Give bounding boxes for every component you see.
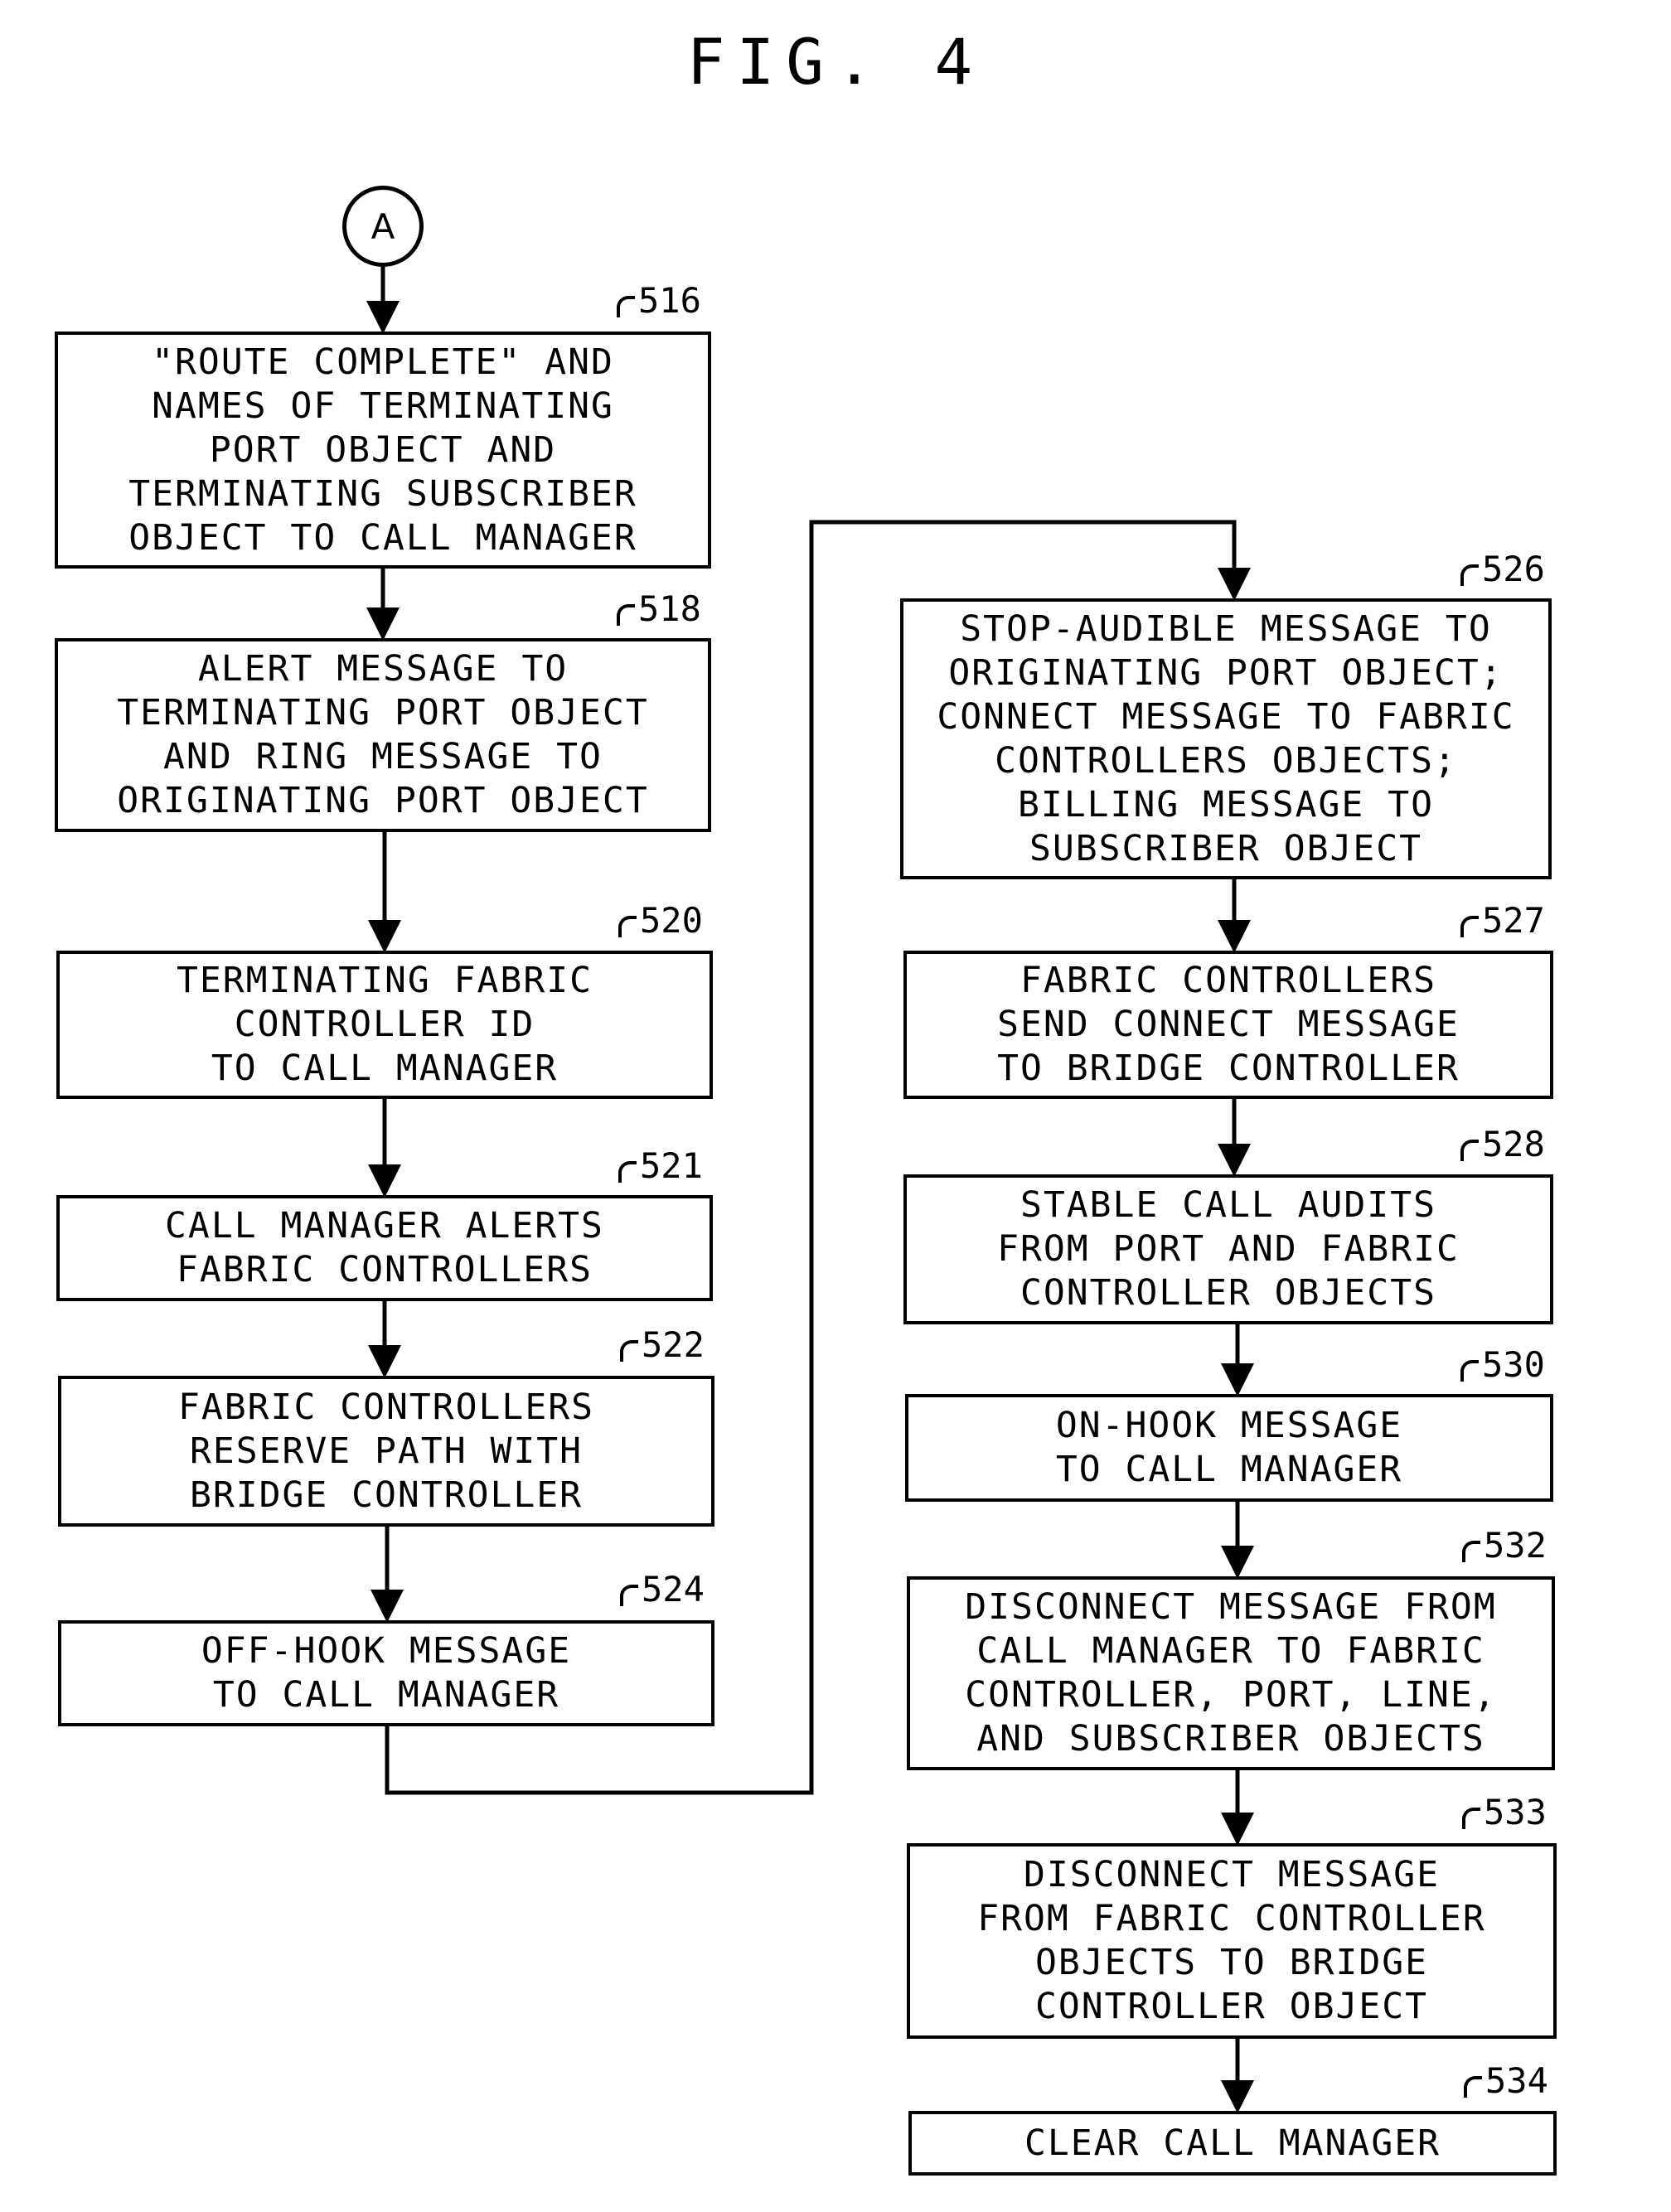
step-534-ref: 534 (1464, 2060, 1548, 2101)
step-520-ref: 520 (618, 900, 703, 941)
step-521-ref: 521 (618, 1145, 703, 1186)
step-530-ref: 530 (1460, 1344, 1545, 1385)
step-522-text: FABRIC CONTROLLERS RESERVE PATH WITH BRI… (178, 1386, 594, 1516)
step-524-text: OFF-HOOK MESSAGE TO CALL MANAGER (201, 1630, 572, 1716)
step-532-box: DISCONNECT MESSAGE FROM CALL MANAGER TO … (907, 1576, 1555, 1770)
step-532-text: DISCONNECT MESSAGE FROM CALL MANAGER TO … (965, 1586, 1497, 1759)
step-521-text: CALL MANAGER ALERTS FABRIC CONTROLLERS (165, 1205, 604, 1290)
arrow-524-to-526 (385, 520, 1251, 1795)
step-516-text: "ROUTE COMPLETE" AND NAMES OF TERMINATIN… (128, 341, 637, 559)
step-530-text: ON-HOOK MESSAGE TO CALL MANAGER (1055, 1405, 1403, 1490)
connector-a: A (342, 186, 424, 267)
step-522-ref: 522 (620, 1324, 705, 1365)
step-534-box: CLEAR CALL MANAGER (908, 2111, 1557, 2176)
step-516-ref: 516 (617, 280, 701, 321)
step-518-box: ALERT MESSAGE TO TERMINATING PORT OBJECT… (55, 638, 711, 832)
step-520-box: TERMINATING FABRIC CONTROLLER ID TO CALL… (56, 951, 713, 1099)
step-530-box: ON-HOOK MESSAGE TO CALL MANAGER (905, 1394, 1553, 1502)
figure-title: FIG. 4 (686, 25, 985, 99)
step-518-text: ALERT MESSAGE TO TERMINATING PORT OBJECT… (117, 648, 649, 821)
step-526-box: STOP-AUDIBLE MESSAGE TO ORIGINATING PORT… (900, 598, 1552, 879)
step-524-ref: 524 (620, 1569, 705, 1609)
step-533-text: DISCONNECT MESSAGE FROM FABRIC CONTROLLE… (977, 1854, 1486, 2027)
step-528-text: STABLE CALL AUDITS FROM PORT AND FABRIC … (997, 1184, 1460, 1314)
step-527-box: FABRIC CONTROLLERS SEND CONNECT MESSAGE … (903, 951, 1553, 1099)
step-520-text: TERMINATING FABRIC CONTROLLER ID TO CALL… (177, 960, 593, 1089)
step-533-box: DISCONNECT MESSAGE FROM FABRIC CONTROLLE… (907, 1843, 1557, 2039)
step-534-text: CLEAR CALL MANAGER (1024, 2122, 1441, 2164)
step-526-ref: 526 (1460, 549, 1545, 589)
step-527-ref: 527 (1460, 900, 1545, 941)
step-533-ref: 533 (1462, 1792, 1547, 1832)
step-527-text: FABRIC CONTROLLERS SEND CONNECT MESSAGE … (997, 960, 1460, 1089)
step-522-box: FABRIC CONTROLLERS RESERVE PATH WITH BRI… (58, 1376, 714, 1527)
step-526-text: STOP-AUDIBLE MESSAGE TO ORIGINATING PORT… (937, 607, 1515, 869)
connector-label: A (371, 206, 395, 247)
step-516-box: "ROUTE COMPLETE" AND NAMES OF TERMINATIN… (55, 332, 711, 569)
step-528-ref: 528 (1460, 1124, 1545, 1164)
step-518-ref: 518 (617, 588, 701, 629)
step-532-ref: 532 (1462, 1525, 1547, 1566)
step-521-box: CALL MANAGER ALERTS FABRIC CONTROLLERS (56, 1195, 713, 1301)
step-524-box: OFF-HOOK MESSAGE TO CALL MANAGER (58, 1620, 714, 1726)
step-528-box: STABLE CALL AUDITS FROM PORT AND FABRIC … (903, 1174, 1553, 1324)
